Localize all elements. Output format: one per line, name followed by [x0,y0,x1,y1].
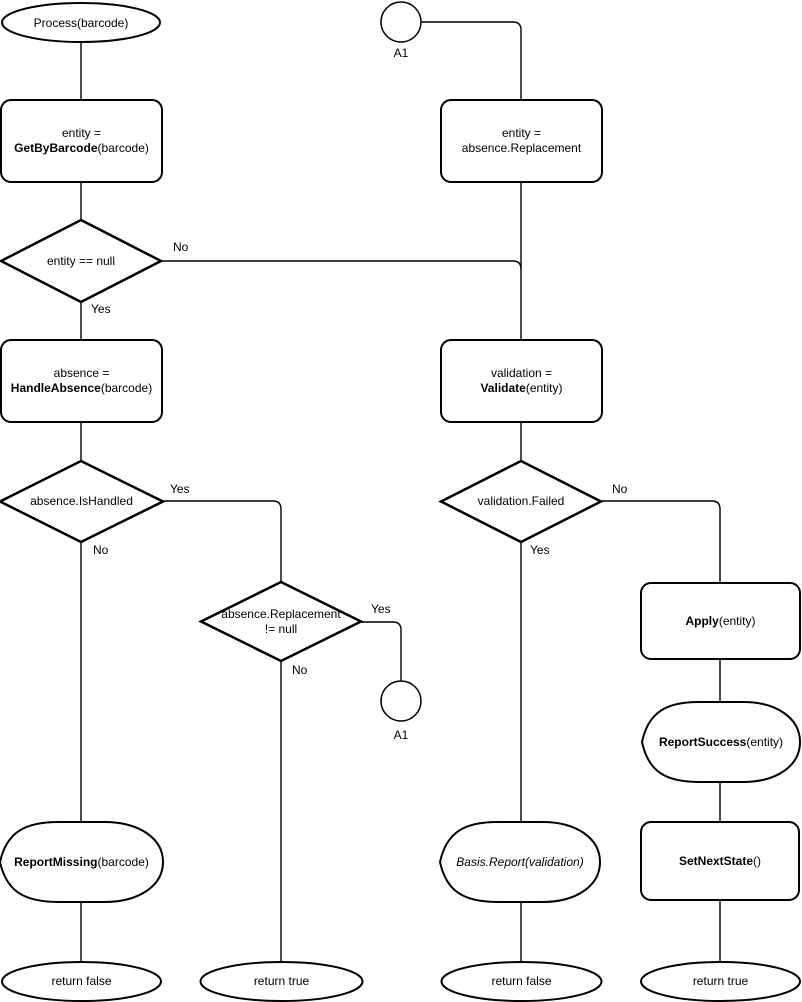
terminator-return-true-mid [199,961,364,1002]
terminator-start [1,2,161,43]
terminator-return-false-left [1,961,162,1002]
process-handleabsence [0,339,163,423]
edge-failedcheck-no [601,500,721,583]
edge-replacementcheck-yes [361,621,402,681]
process-apply [640,582,801,660]
decision-validation-failed [438,459,604,544]
terminator-return-true-right [640,961,801,1002]
decision-ishandled [0,459,166,544]
process-getbybarcode [0,99,163,183]
decision-entity-null [0,218,164,304]
display-reportmissing [0,821,165,903]
edge-ishandled-yes [163,500,282,582]
process-setnextstate [640,821,800,901]
process-entity-replacement [440,99,603,183]
decision-replacement-null [198,580,364,663]
edges [80,21,721,962]
connector-a1-top [380,1,422,43]
edge-a1top-to-replacement [421,21,522,100]
display-reportsuccess [640,701,802,783]
connector-a1-mid [380,680,422,722]
edge-nullcheck-no [161,260,522,270]
terminator-return-false-right [440,961,603,1002]
display-basis-report [438,821,602,903]
process-validate [440,339,603,423]
